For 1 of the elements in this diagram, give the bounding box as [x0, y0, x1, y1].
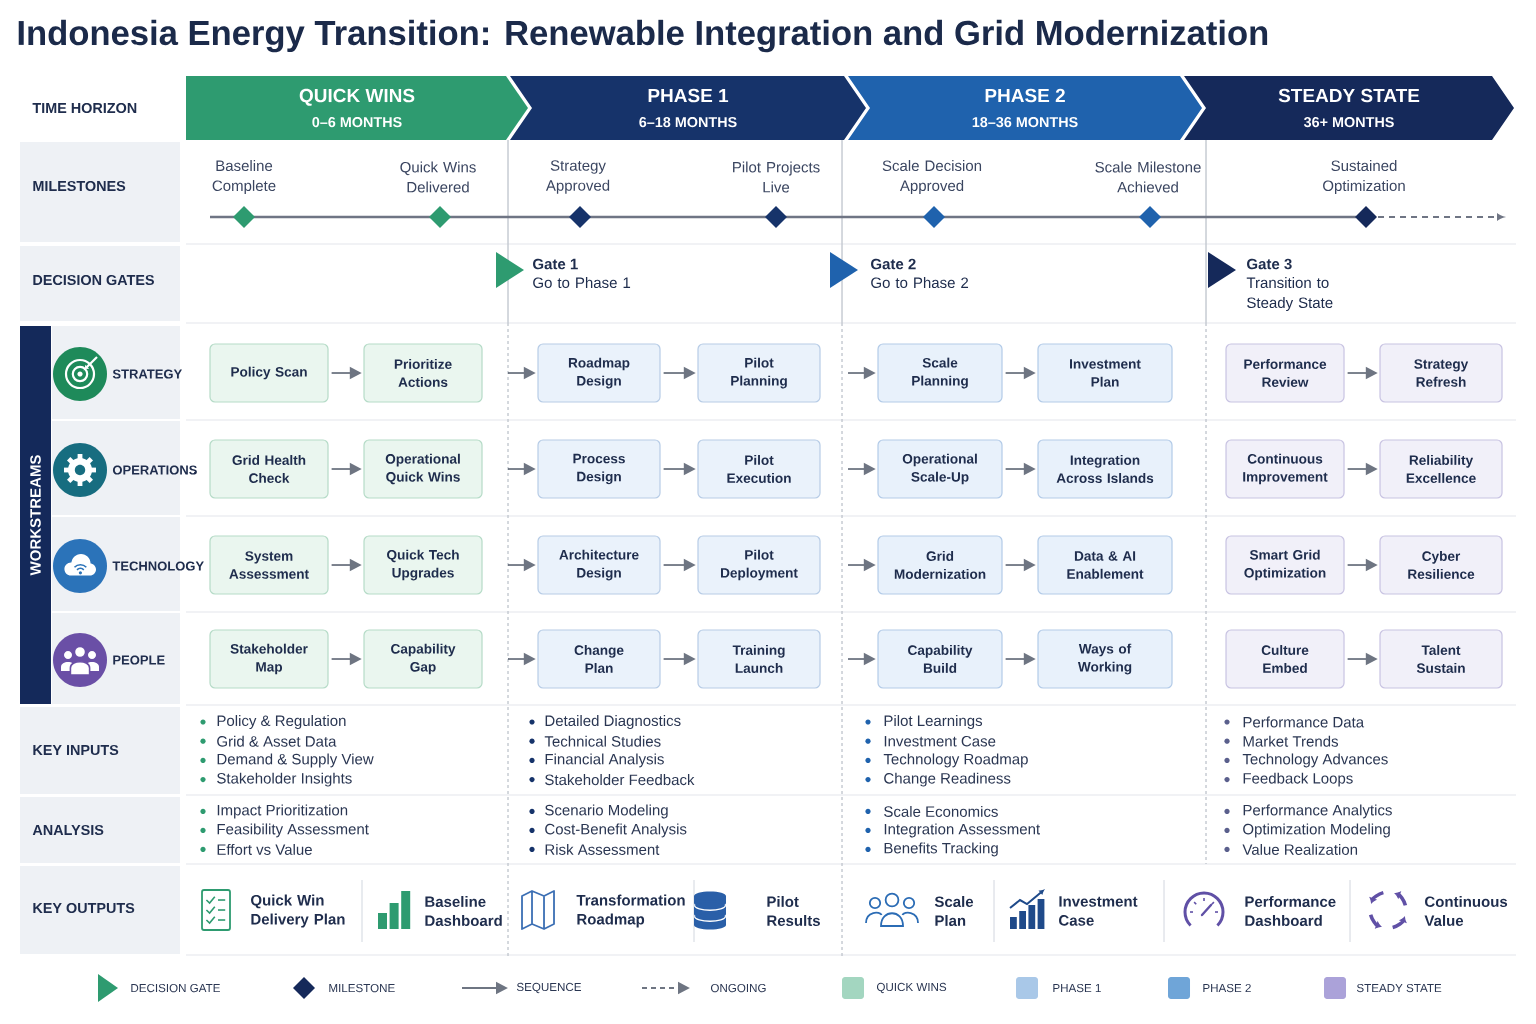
title: Indonesia Energy Transition: Renewable Integration and Grid Modernization	[18, 19, 1268, 53]
